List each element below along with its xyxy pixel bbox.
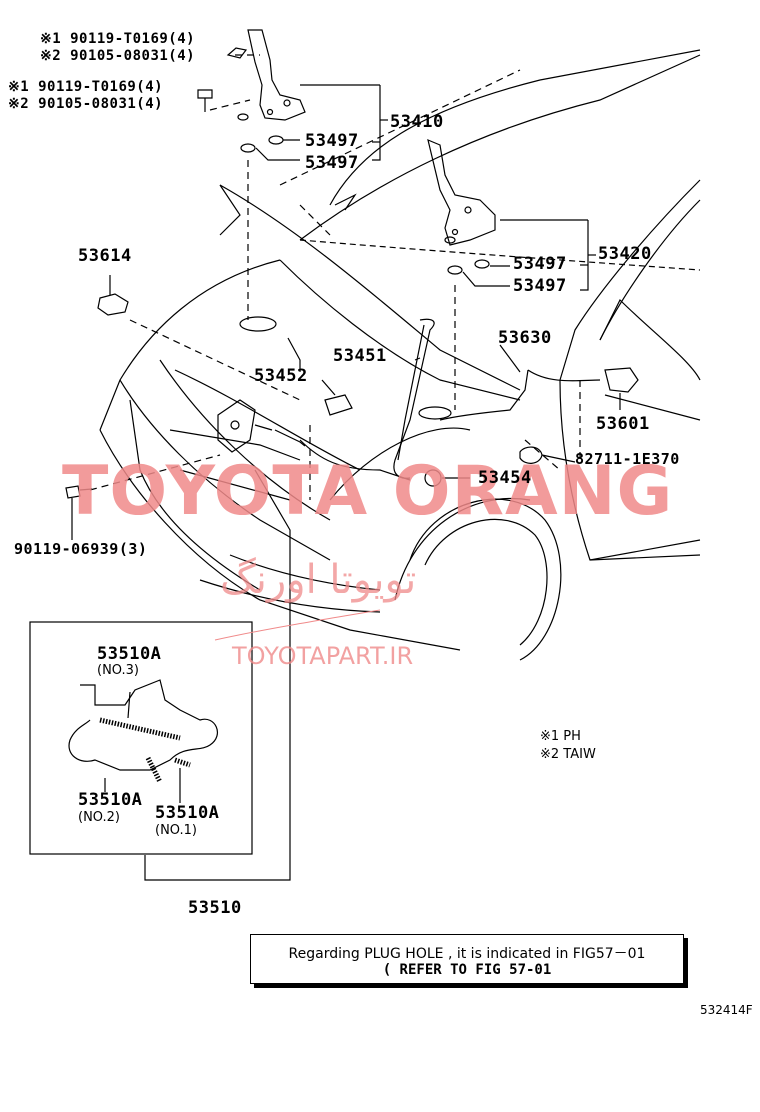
part-53510: 53510 (188, 898, 242, 918)
watermark-site: TOYOTAPART.IR (232, 642, 414, 670)
inset-part-no3: 53510A (97, 644, 162, 664)
leader-lines (71, 84, 621, 881)
inset-note-no3: (NO.3) (97, 663, 139, 678)
figure-code: 532414F (700, 1003, 753, 1017)
reference-note-box: Regarding PLUG HOLE , it is indicated in… (250, 934, 684, 984)
watermark-latin: TOYOTA ORANG (62, 452, 674, 531)
part-53614: 53614 (78, 246, 132, 266)
part-53630: 53630 (498, 328, 552, 348)
reference-line-1: Regarding PLUG HOLE , it is indicated in… (288, 946, 646, 962)
part-53497-c: 53497 (513, 254, 567, 274)
part-53452: 53452 (254, 366, 308, 386)
bolt-label-2a: ※1 90119-T0169(4) (8, 79, 164, 95)
reference-line-2: ( REFER TO FIG 57-01 (382, 962, 552, 978)
part-53454: 53454 (478, 468, 532, 488)
inset-part-no1: 53510A (155, 803, 220, 823)
car-body (99, 49, 701, 661)
part-90119-06939: 90119-06939(3) (14, 540, 148, 558)
part-53497-b: 53497 (305, 153, 359, 173)
inset-art (68, 679, 218, 803)
bolt-label-2b: ※2 90105-08031(4) (8, 96, 164, 112)
part-53601: 53601 (596, 414, 650, 434)
part-53420: 53420 (598, 244, 652, 264)
watermark-persian: تویوتا اورنگ (220, 557, 417, 603)
legend-taiw: ※2 TAIW (540, 747, 596, 762)
dashed-leaders (89, 54, 581, 500)
inset-part-no2: 53510A (78, 790, 143, 810)
hood-hinge-rh (427, 138, 496, 275)
bolt-label-1a: ※1 90119-T0169(4) (40, 31, 196, 47)
part-53497-a: 53497 (305, 131, 359, 151)
watermark-swoosh (214, 609, 381, 641)
hood-hinge-lh (197, 29, 306, 153)
part-82711-1e370: 82711-1E370 (575, 450, 680, 468)
legend-ph: ※1 PH (540, 729, 581, 744)
hood-lock-assembly (65, 293, 639, 499)
part-53410: 53410 (390, 112, 444, 132)
inset-note-no2: (NO.2) (78, 810, 120, 825)
inset-note-no1: (NO.1) (155, 823, 197, 838)
part-53497-d: 53497 (513, 276, 567, 296)
inset-frame (29, 621, 253, 855)
bolt-label-1b: ※2 90105-08031(4) (40, 48, 196, 64)
part-53451: 53451 (333, 346, 387, 366)
